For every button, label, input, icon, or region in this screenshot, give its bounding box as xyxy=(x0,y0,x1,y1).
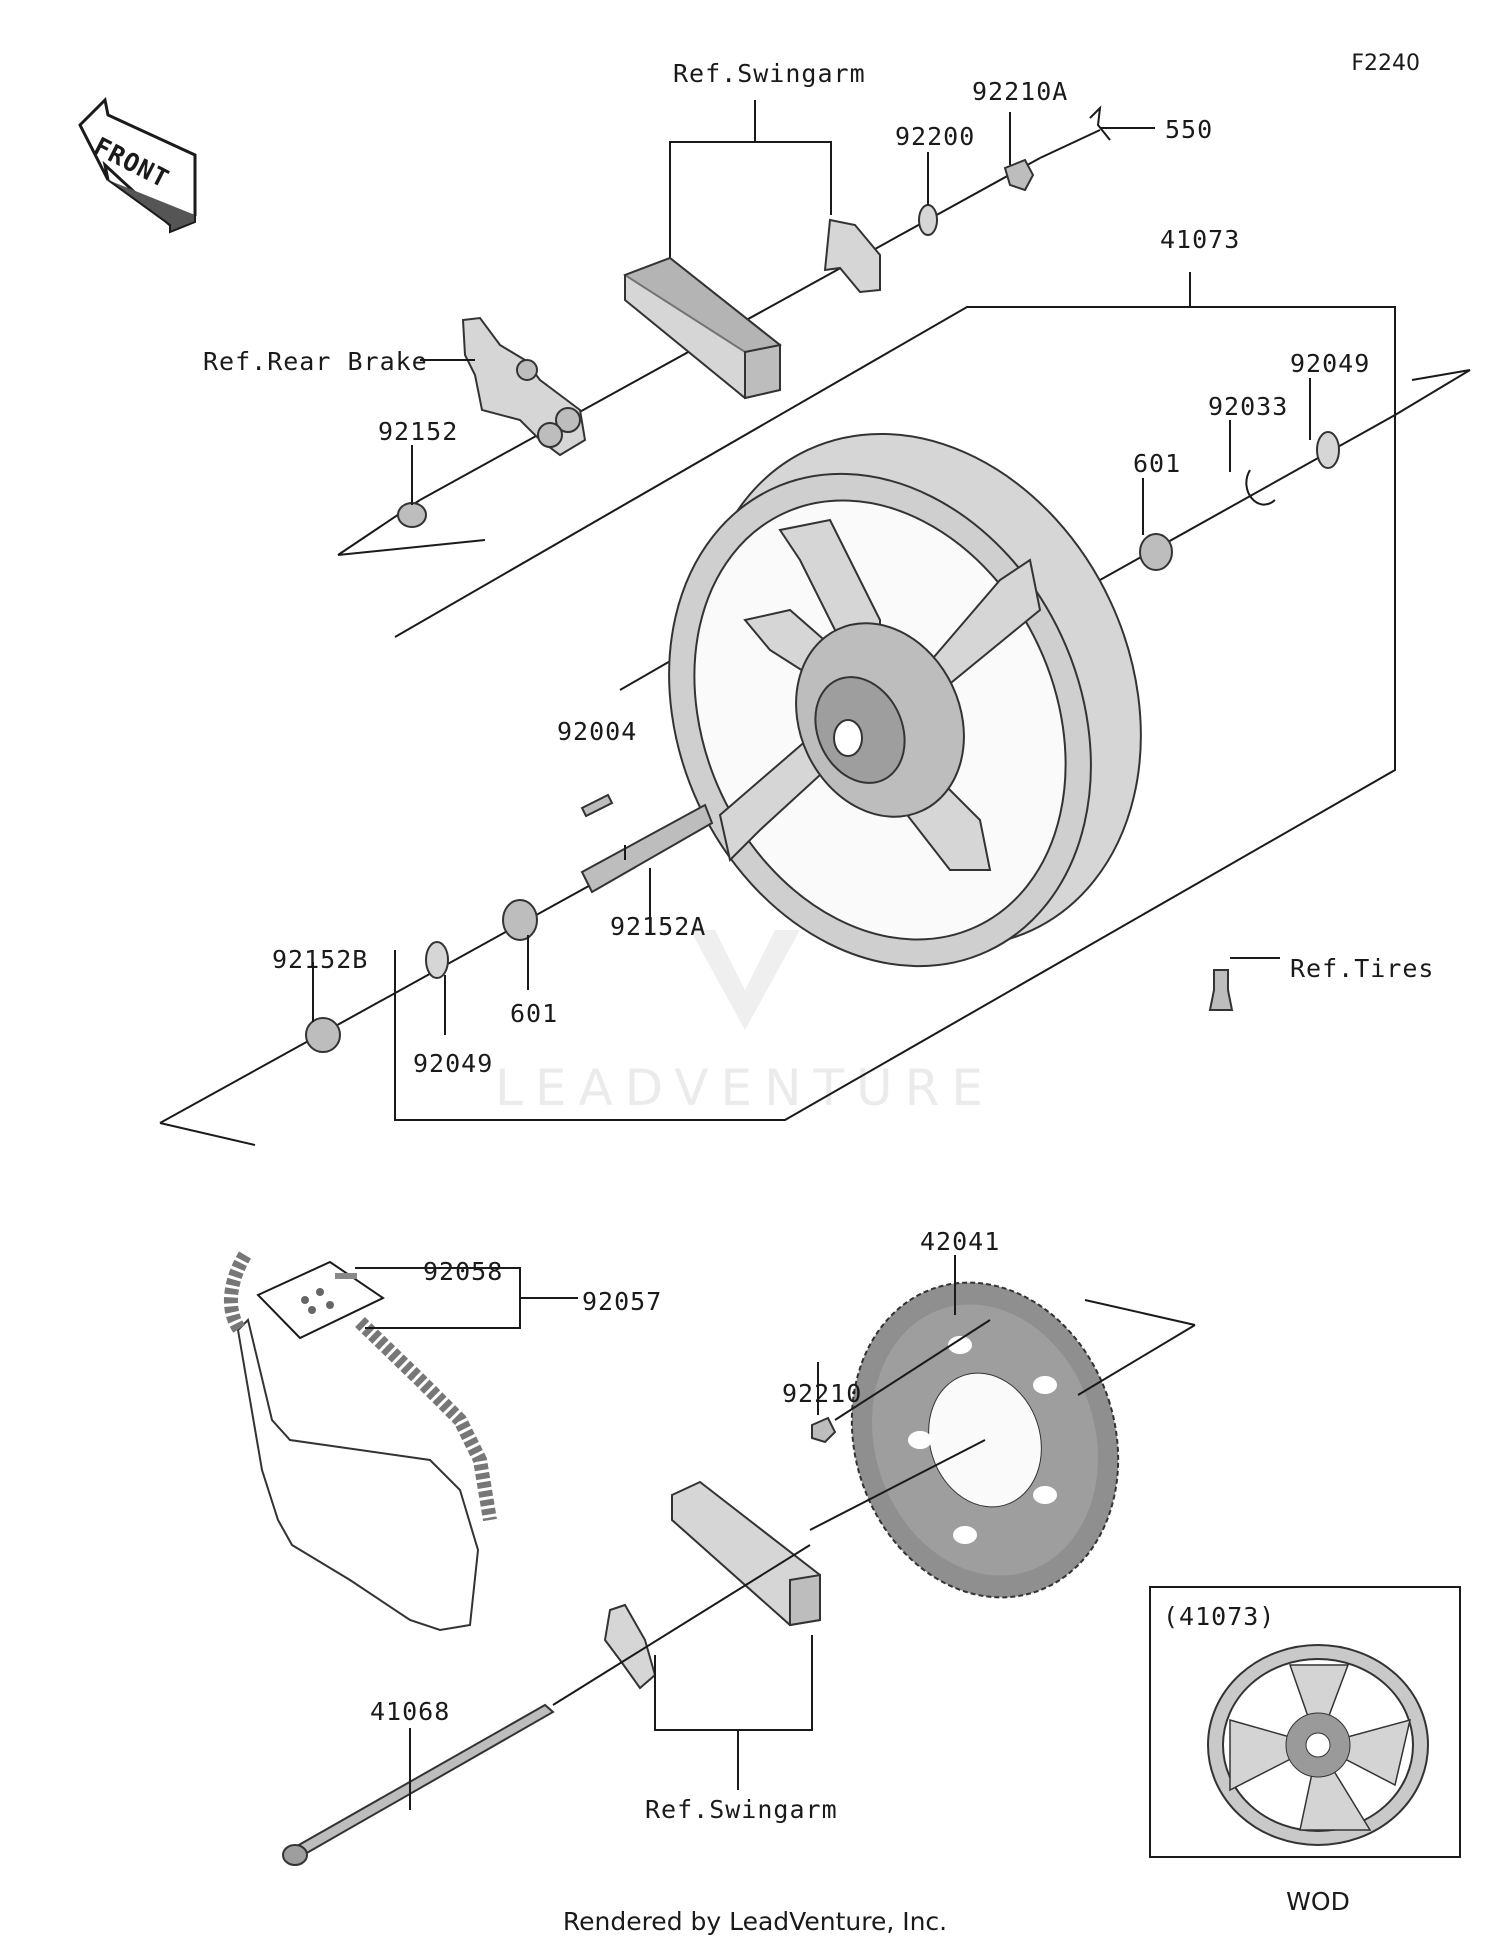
label-92152B: 92152B xyxy=(272,945,368,974)
label-92200: 92200 xyxy=(895,122,975,151)
rear-brake-bracket xyxy=(461,316,587,457)
label-92152A: 92152A xyxy=(610,912,706,941)
label-92210A: 92210A xyxy=(972,77,1068,106)
label-92058: 92058 xyxy=(423,1257,503,1286)
watermark-text: LEADVENTURE xyxy=(495,1059,995,1117)
label-92049-bottom: 92049 xyxy=(413,1049,493,1078)
collar-92152B xyxy=(305,1017,341,1053)
diagram-code: F2240 xyxy=(1351,51,1420,76)
wod-inset: (41073) WOD xyxy=(1149,1586,1461,1916)
label-92004: 92004 xyxy=(557,717,637,746)
part-labels: Ref.Swingarm 92210A 550 92200 41073 9204… xyxy=(203,59,1434,1824)
inset-title: (41073) xyxy=(1163,1602,1275,1631)
label-41068: 41068 xyxy=(370,1697,450,1726)
rear-wheel xyxy=(668,432,1142,968)
cotter-pin-550 xyxy=(1089,105,1111,141)
label-92210: 92210 xyxy=(782,1379,862,1408)
circlip-92033 xyxy=(1245,469,1276,506)
label-92057: 92057 xyxy=(582,1287,662,1316)
seal-92049-top xyxy=(1316,431,1340,469)
chain-adjuster-bottom xyxy=(603,1603,657,1690)
label-41073: 41073 xyxy=(1160,225,1240,254)
bearing-601-top xyxy=(1139,533,1173,571)
label-550: 550 xyxy=(1165,115,1213,144)
label-92049-top: 92049 xyxy=(1290,349,1370,378)
seal-92049-bottom xyxy=(425,941,449,979)
swingarm-bottom-bracket xyxy=(654,1635,813,1731)
bearing-601-bottom xyxy=(502,899,538,941)
collar-92152A xyxy=(580,803,714,894)
ref-swingarm-top-label: Ref.Swingarm xyxy=(673,59,866,88)
drive-chain-left xyxy=(223,1251,252,1335)
label-601-top: 601 xyxy=(1133,449,1181,478)
label-601-bottom: 601 xyxy=(510,999,558,1028)
label-42041: 42041 xyxy=(920,1227,1000,1256)
drive-chain-right xyxy=(355,1316,497,1522)
axle-41068 xyxy=(288,1703,555,1860)
swingarm-top-bracket xyxy=(669,141,832,265)
ref-tires-label: Ref.Tires xyxy=(1290,954,1434,983)
master-link-kit xyxy=(256,1260,385,1340)
nut-92210A xyxy=(1003,158,1035,192)
swingarm-block-top xyxy=(622,256,783,400)
footer-credit: Rendered by LeadVenture, Inc. xyxy=(563,1907,947,1936)
stud-92004 xyxy=(580,793,614,818)
collar-92152 xyxy=(397,502,427,528)
label-92033: 92033 xyxy=(1208,392,1288,421)
label-92152: 92152 xyxy=(378,417,458,446)
chain-adjuster-top xyxy=(823,218,881,294)
swingarm-block-bottom xyxy=(671,1480,821,1627)
inset-caption: WOD xyxy=(1286,1887,1350,1916)
front-arrow-icon: FRONT xyxy=(78,96,197,234)
washer-92200 xyxy=(918,204,938,236)
nut-92210 xyxy=(811,1416,837,1444)
leader-lines-top xyxy=(312,112,1311,1035)
ref-swingarm-bottom-label: Ref.Swingarm xyxy=(645,1795,838,1824)
ref-rear-brake-label: Ref.Rear Brake xyxy=(203,347,428,376)
valve-stem-icon xyxy=(1208,969,1234,1011)
chain-guide xyxy=(236,1318,480,1632)
